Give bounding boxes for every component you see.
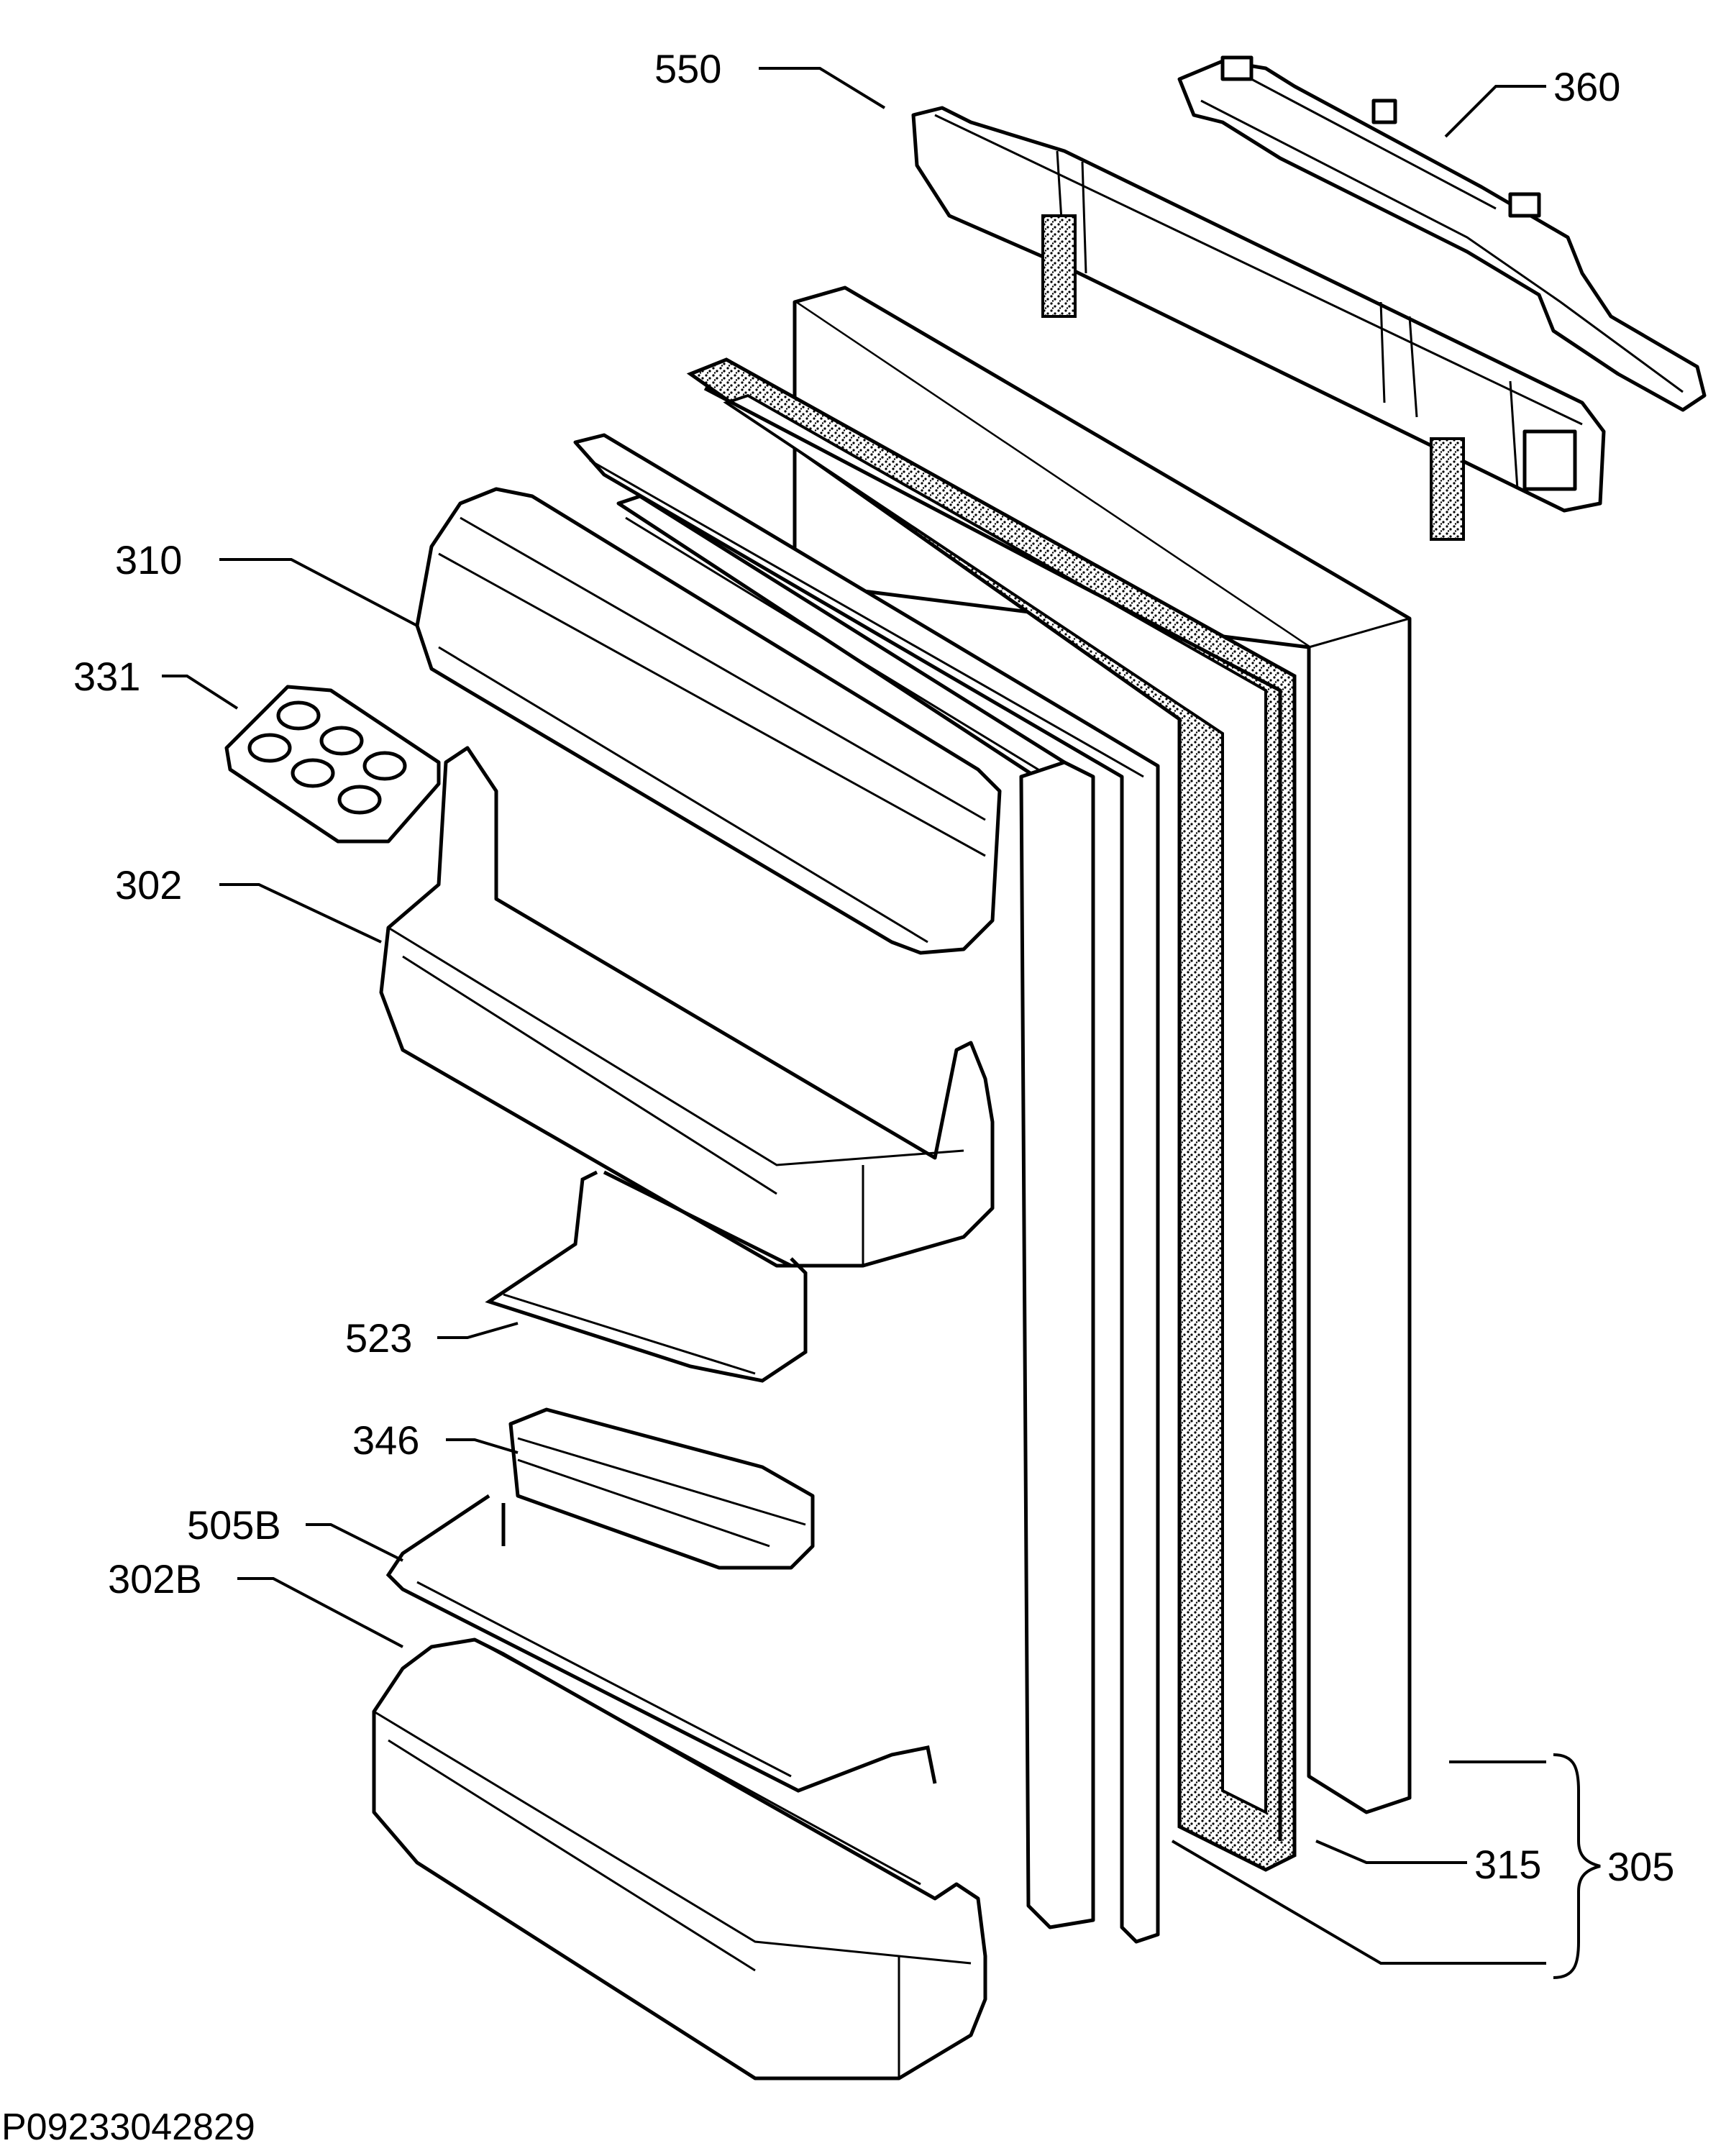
part-315-door-gasket — [686, 357, 1297, 1872]
part-305-door-panel — [793, 286, 1412, 1814]
label-305: 305 — [1607, 1844, 1674, 1889]
label-315: 315 — [1474, 1842, 1541, 1887]
part-310-dairy-lid — [415, 487, 1002, 955]
label-331: 331 — [73, 654, 140, 699]
part-346-small-bin — [508, 1407, 815, 1570]
label-346: 346 — [352, 1417, 419, 1463]
part-302B-lower-door-shelf — [372, 1637, 987, 2080]
part-550-top-cover — [911, 106, 1606, 541]
callout-labels: 550 360 310 331 302 523 346 505B 302B 31… — [73, 46, 1674, 1889]
label-310: 310 — [115, 537, 182, 583]
part-505B-wire-rail — [385, 1494, 937, 1793]
label-360: 360 — [1553, 64, 1620, 109]
part-331-egg-tray — [224, 685, 441, 844]
part-302-upper-door-shelf — [379, 746, 995, 1268]
label-302B: 302B — [108, 1556, 202, 1602]
inner-door-liner — [573, 433, 1160, 1944]
label-550: 550 — [654, 46, 721, 91]
leader-lines — [162, 67, 1601, 1979]
part-360-hinge-bracket — [1177, 55, 1707, 412]
document-code: P09233042829 — [1, 2106, 255, 2148]
label-523: 523 — [345, 1315, 412, 1361]
part-523-wire-retainer — [485, 1170, 808, 1383]
label-505B: 505B — [187, 1502, 281, 1548]
label-302: 302 — [115, 862, 182, 908]
